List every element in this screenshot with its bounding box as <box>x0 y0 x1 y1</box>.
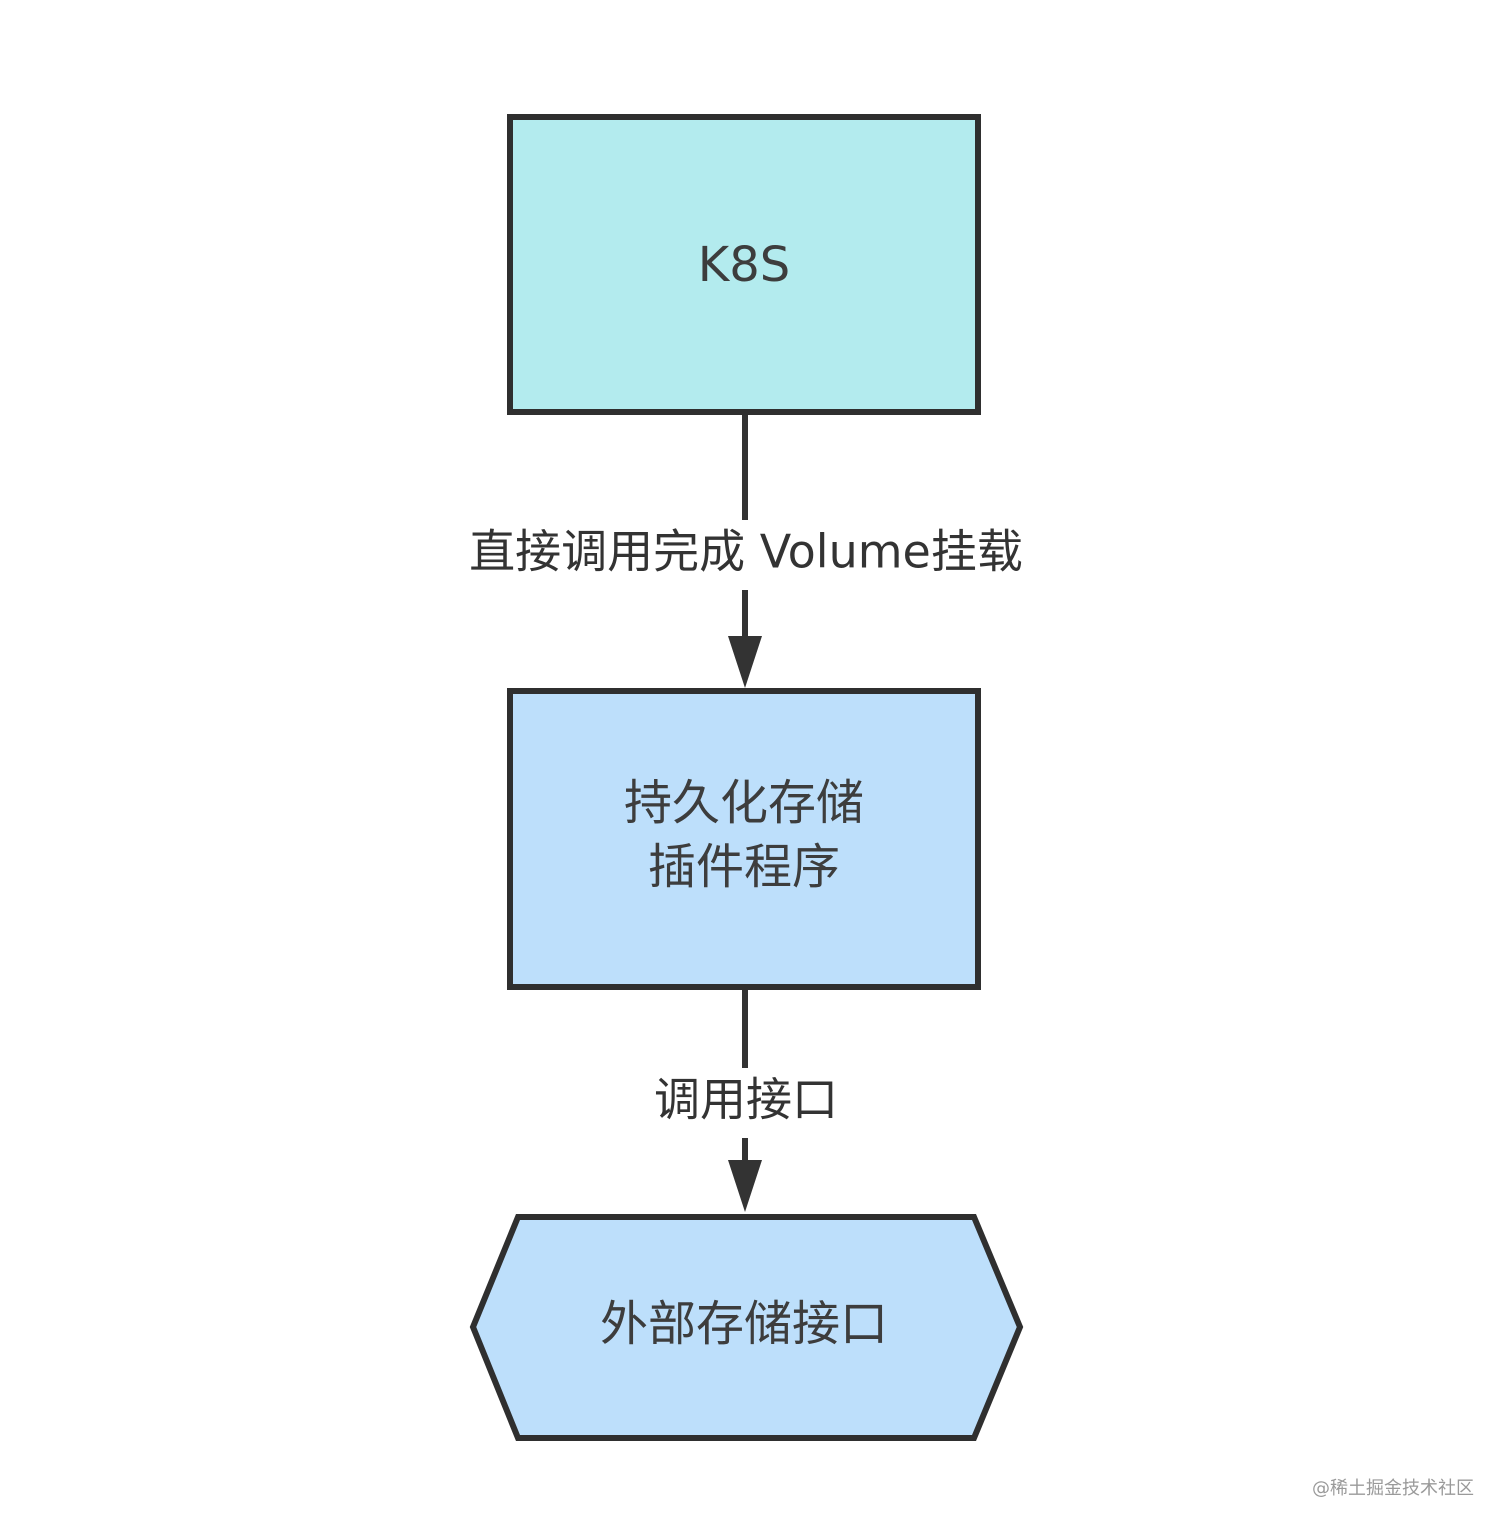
edge-k8s-to-plugin-label-bg <box>430 520 1062 590</box>
node-k8s <box>507 114 981 415</box>
node-external-storage <box>469 1214 1024 1441</box>
node-k8s-label: K8S <box>698 237 790 293</box>
watermark: @稀土掘金技术社区 <box>1312 1478 1474 1499</box>
edge-plugin-to-external-label-bg <box>636 1068 856 1138</box>
edge-plugin-to-external-arrowhead <box>728 1160 762 1212</box>
node-external-storage-label: 外部存储接口 <box>600 1296 888 1352</box>
node-plugin-label-line2: 插件程序 <box>648 839 840 895</box>
edge-k8s-to-plugin-label: 直接调用完成 Volume挂载 <box>469 525 1023 579</box>
edge-k8s-to-plugin-arrowhead <box>728 636 762 688</box>
edge-plugin-to-external-label: 调用接口 <box>654 1073 838 1127</box>
node-plugin <box>507 688 981 990</box>
node-plugin-label-line1: 持久化存储 <box>624 775 864 831</box>
